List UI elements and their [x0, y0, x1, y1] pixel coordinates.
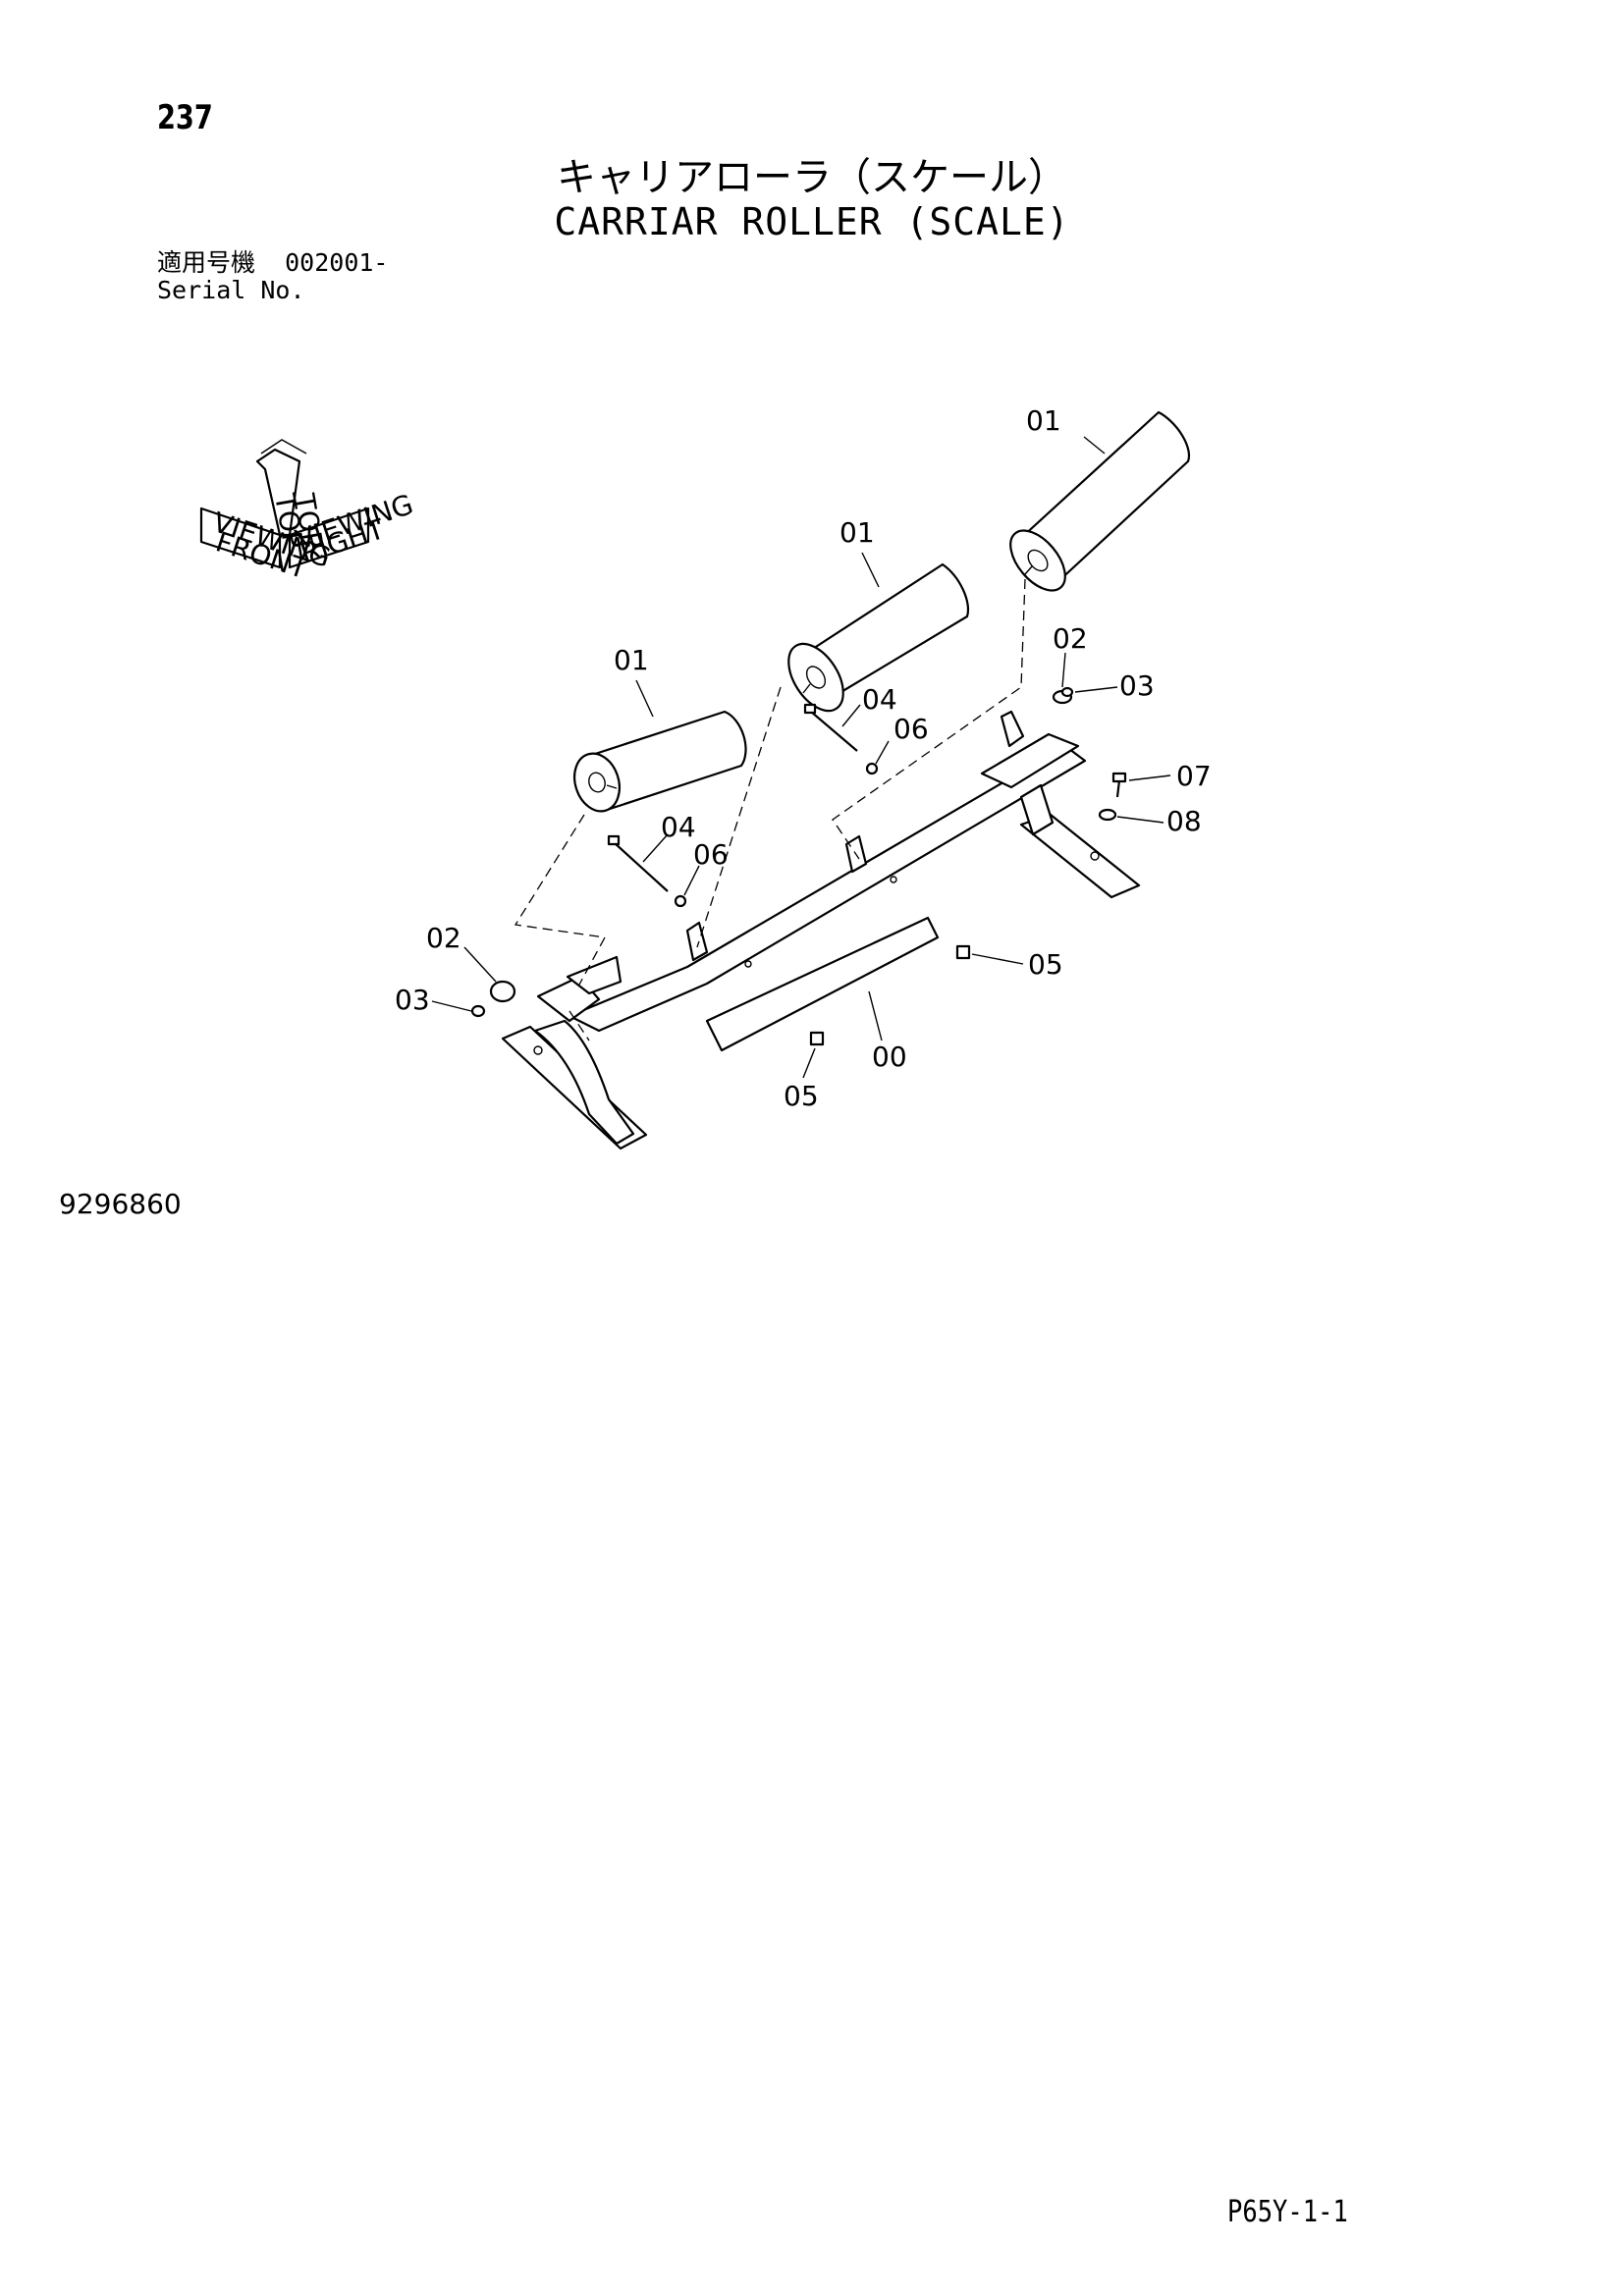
leader-roller-right [1083, 436, 1106, 454]
roller-left-part [573, 710, 747, 813]
roller-middle-end [787, 642, 844, 713]
serial-row-jp: 適用号機 002001- [157, 249, 388, 277]
frame-left-leg [533, 1019, 635, 1146]
orientation-front-face [199, 507, 282, 569]
assembly-line-right [832, 578, 1026, 860]
leader-lockwasher-left [683, 865, 700, 896]
lockwasher-middle-part [865, 762, 879, 775]
leader-bolt-middle [841, 704, 861, 727]
hardware [470, 686, 1127, 1046]
bolt-left-head [607, 834, 621, 846]
callout-bolt-left: 04 [661, 811, 696, 843]
leader-lines [431, 436, 1171, 1079]
callout-roller-left: 01 [614, 644, 649, 676]
page-code: P65Y-1-1 [1227, 2195, 1348, 2229]
frame-right-bracket [1000, 710, 1025, 748]
callout-washer-right: 02 [1053, 622, 1088, 655]
orientation-right-face [288, 507, 370, 569]
roller-right-shaft [1024, 565, 1033, 575]
nut-center-right-part [955, 944, 971, 960]
frame-beam-hole-1 [744, 960, 752, 968]
callout-lockwasher-middle: 06 [893, 713, 929, 745]
roller-right-body [1019, 410, 1191, 586]
assembly-line-middle [696, 686, 782, 948]
roller-left-body [587, 710, 747, 813]
assembly-line-left [514, 814, 607, 986]
serial-number-block: 適用号機 002001- Serial No. [157, 249, 388, 304]
serial-value: 002001- [285, 248, 389, 277]
leader-lockwasher-middle [875, 740, 890, 765]
leader-roller-left [635, 679, 654, 718]
frame-left-bracket-tab [566, 955, 623, 995]
roller-middle-body [800, 562, 970, 701]
leader-washer-right [1061, 652, 1066, 688]
roller-middle-shaft [802, 683, 811, 694]
title-japanese: キャリアローラ（スケール） [557, 155, 1067, 200]
leader-washer-right-frame [1116, 816, 1164, 824]
frame-right-leg [1019, 783, 1055, 836]
bolt-middle-part [810, 711, 858, 752]
roller-left-hub [588, 772, 606, 793]
bolt-left-part [613, 841, 669, 892]
callout-bolt-middle: 04 [862, 683, 897, 716]
serial-label-jp: 適用号機 [157, 248, 256, 277]
roller-left-end [573, 752, 621, 813]
assembly-line-left-lower [568, 1010, 590, 1041]
drawing-number: 9296860 [59, 1188, 182, 1220]
serial-label-en: Serial No. [157, 276, 305, 304]
roller-middle-hub [805, 666, 827, 689]
frame-bottom-plate [705, 916, 940, 1052]
frame-middle-bracket-left [685, 921, 709, 962]
frame-main-beam [568, 744, 1087, 1033]
orientation-top-arrow [255, 448, 301, 537]
callout-washer-left: 02 [426, 922, 461, 954]
roller-right-part [1009, 410, 1191, 592]
frame-beam-hole-2 [890, 876, 897, 883]
leader-nut-center-right [971, 953, 1024, 965]
callout-nut-center-bottom: 05 [784, 1080, 819, 1112]
leader-bolt-right-frame [1128, 774, 1171, 781]
bolt-right-frame-head [1111, 772, 1127, 783]
page-number: 237 [157, 98, 213, 137]
bolt-right-frame-part [1115, 779, 1121, 798]
title-english: CARRIAR ROLLER (SCALE) [554, 200, 1070, 243]
orientation-arrow-tip [260, 439, 307, 454]
leader-nut-left [431, 1000, 472, 1012]
roller-right-end [1009, 529, 1066, 592]
roller-left-shaft [606, 784, 618, 789]
callout-bolt-right-frame: 07 [1176, 760, 1212, 792]
lockwasher-left-part [674, 894, 687, 908]
callout-nut-center-right: 05 [1028, 948, 1063, 981]
nut-left-part [470, 1004, 486, 1018]
nut-right-part [1060, 686, 1074, 698]
leader-frame [868, 990, 883, 1041]
frame-right-top [980, 732, 1080, 789]
callout-frame: 00 [872, 1041, 907, 1073]
washer-right-frame-part [1098, 808, 1117, 822]
bolt-middle-head [803, 703, 817, 715]
callout-nut-left: 03 [395, 984, 430, 1016]
callout-lockwasher-left: 06 [693, 838, 729, 871]
callout-washer-right-frame: 08 [1166, 805, 1202, 837]
frame-part [501, 710, 1141, 1150]
callout-roller-middle: 01 [839, 516, 875, 549]
frame-left-hole [533, 1045, 543, 1055]
leader-nut-center-bottom [802, 1047, 816, 1079]
leader-roller-middle [861, 552, 880, 588]
orientation-icon: VIEWING FRONT VIEWING RIGHT TOP TOP [199, 439, 417, 585]
washer-left-part [489, 980, 516, 1003]
roller-right-hub [1027, 549, 1049, 572]
leader-bolt-left [642, 833, 669, 863]
callout-labels: 01 01 01 02 03 04 06 07 08 04 06 02 03 0… [395, 404, 1212, 1112]
roller-middle-part [787, 562, 970, 713]
leader-washer-left [463, 946, 497, 983]
callout-nut-right: 03 [1119, 669, 1155, 702]
callout-roller-right: 01 [1026, 404, 1061, 437]
leader-nut-right [1074, 686, 1118, 693]
frame-right-hole [1090, 851, 1100, 861]
nut-center-bottom-part [809, 1031, 825, 1046]
